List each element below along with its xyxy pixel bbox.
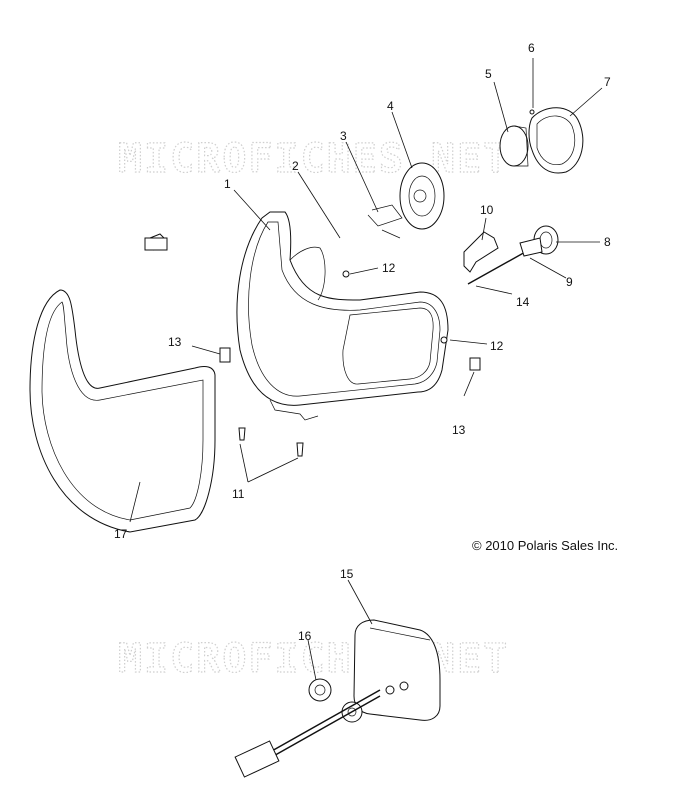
wire-harness	[234, 689, 381, 778]
callout-5: 5	[485, 67, 492, 81]
callout-17: 17	[114, 527, 128, 541]
tail-light	[353, 619, 441, 721]
callout-15: 15	[340, 567, 354, 581]
screw-small	[529, 109, 535, 115]
callout-12-right: 12	[490, 339, 504, 353]
callout-16: 16	[298, 629, 312, 643]
callout-13-right: 13	[452, 423, 466, 437]
callouts: 1 2 3 4 5 6 7 8 9 10 11 12 12 13 13 14 1…	[114, 41, 611, 643]
callout-12-top: 12	[382, 261, 396, 275]
callout-8: 8	[604, 235, 611, 249]
callout-13-left: 13	[168, 335, 182, 349]
bulb	[144, 233, 168, 251]
adjuster-rod	[467, 237, 543, 285]
callout-1: 1	[224, 177, 231, 191]
bracket	[463, 231, 499, 273]
callout-9: 9	[566, 275, 573, 289]
callout-6: 6	[528, 41, 535, 55]
callout-4: 4	[387, 99, 394, 113]
mounting-pins	[238, 427, 304, 457]
seal-gasket	[29, 289, 216, 533]
callout-10: 10	[480, 203, 494, 217]
leader-lines	[129, 58, 603, 681]
clips	[219, 347, 481, 371]
watermark-bottom: MICROFICHES.NET	[118, 636, 509, 682]
screws	[342, 270, 448, 344]
callout-11: 11	[232, 487, 245, 501]
retaining-clip	[367, 204, 403, 239]
cap	[499, 125, 529, 167]
reflector-cover	[399, 162, 445, 230]
callout-14: 14	[516, 295, 530, 309]
cover-gasket	[528, 107, 584, 174]
copyright-text: © 2010 Polaris Sales Inc.	[472, 538, 618, 553]
callout-2: 2	[292, 159, 299, 173]
watermark-top: MICROFICHES.NET	[118, 136, 509, 182]
headlight-housing	[236, 211, 449, 421]
callout-3: 3	[340, 129, 347, 143]
callout-7: 7	[604, 75, 611, 89]
